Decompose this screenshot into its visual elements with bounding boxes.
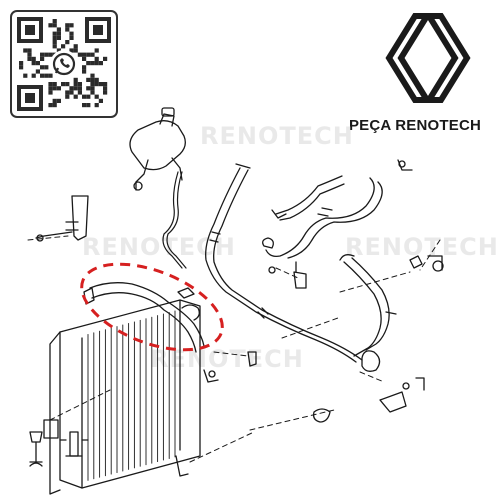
lower-right-hose <box>339 254 397 372</box>
radiator <box>43 299 201 495</box>
upper-hose <box>205 163 363 363</box>
renault-diamond-logo-icon <box>385 13 471 103</box>
lower-radiator-hose <box>83 282 205 353</box>
highlight-ellipse <box>80 262 224 352</box>
brand-caption: PEÇA RENOTECH <box>348 117 482 134</box>
heater-hoses <box>262 175 383 259</box>
leader-lines <box>27 235 441 463</box>
brackets <box>35 159 444 423</box>
qr-code-icon <box>10 10 118 118</box>
whatsapp-icon <box>50 50 78 78</box>
fastener-legend <box>29 431 89 467</box>
